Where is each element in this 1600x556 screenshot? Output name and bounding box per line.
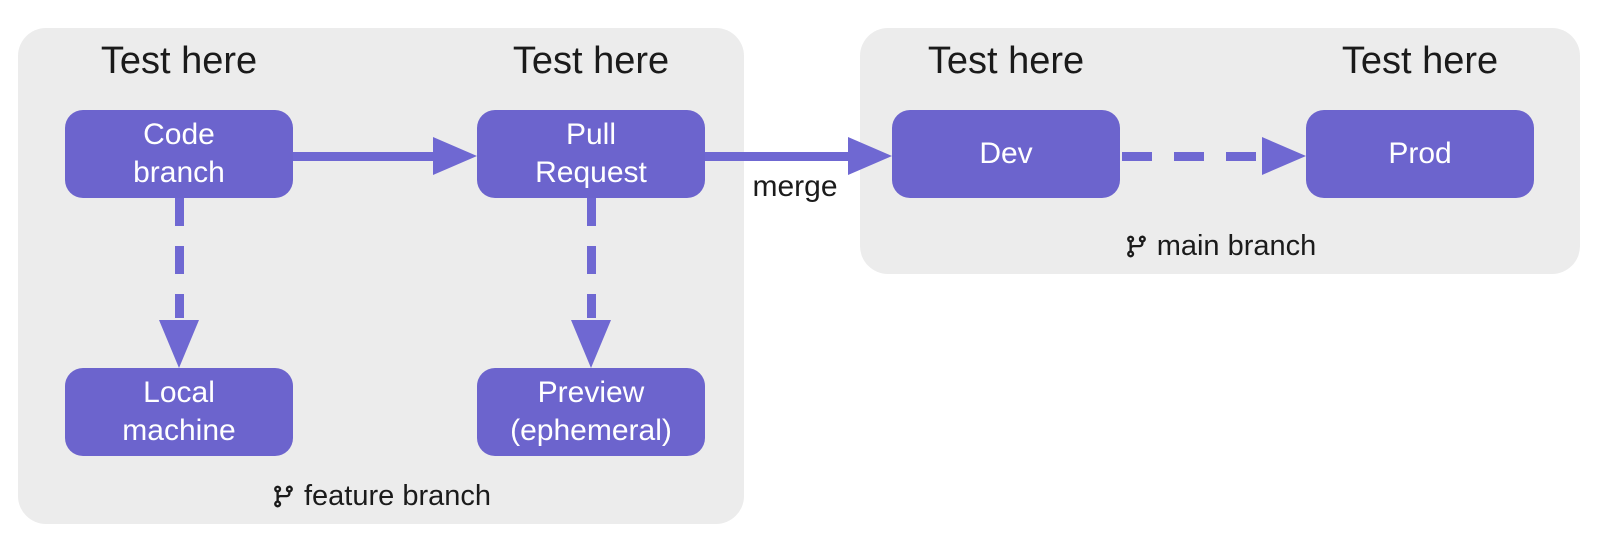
node-prod-label: Prod [1388, 137, 1452, 170]
node-local-machine: Local machine [65, 368, 293, 456]
main-branch-label: main branch [860, 230, 1580, 263]
node-code-branch-label: Code branch [133, 118, 225, 189]
git-branch-icon [1126, 235, 1146, 258]
node-preview-ephemeral-label: Preview (ephemeral) [510, 376, 672, 447]
arrow-dev-to-prod-dashed-line [1122, 152, 1260, 161]
arrow-down-icon [159, 320, 199, 368]
node-dev: Dev [892, 110, 1120, 198]
arrow-pr-to-dev-line [705, 152, 848, 161]
test-here-label-code-branch: Test here [100, 40, 258, 82]
node-prod: Prod [1306, 110, 1534, 198]
arrow-right-icon [848, 137, 892, 175]
test-here-label-dev: Test here [927, 40, 1085, 82]
arrow-pr-to-preview-dashed-line [587, 198, 596, 318]
arrow-code-to-local-dashed-line [175, 198, 184, 318]
feature-branch-label-text: feature branch [303, 480, 491, 512]
test-here-label-pull-request: Test here [512, 40, 670, 82]
node-pull-request-label: Pull Request [535, 118, 647, 189]
main-branch-label-text: main branch [1156, 230, 1317, 262]
test-here-label-prod: Test here [1341, 40, 1499, 82]
merge-edge-label: merge [752, 170, 838, 203]
arrow-code-to-pr-line [293, 152, 433, 161]
arrow-right-icon [1262, 137, 1306, 175]
feature-branch-label: feature branch [18, 480, 744, 513]
arrow-down-icon [571, 320, 611, 368]
node-preview-ephemeral: Preview (ephemeral) [477, 368, 705, 456]
arrow-right-icon [433, 137, 477, 175]
git-branch-icon [274, 485, 293, 508]
node-local-machine-label: Local machine [122, 376, 236, 447]
node-pull-request: Pull Request [477, 110, 705, 198]
node-dev-label: Dev [979, 137, 1033, 170]
node-code-branch: Code branch [65, 110, 293, 198]
